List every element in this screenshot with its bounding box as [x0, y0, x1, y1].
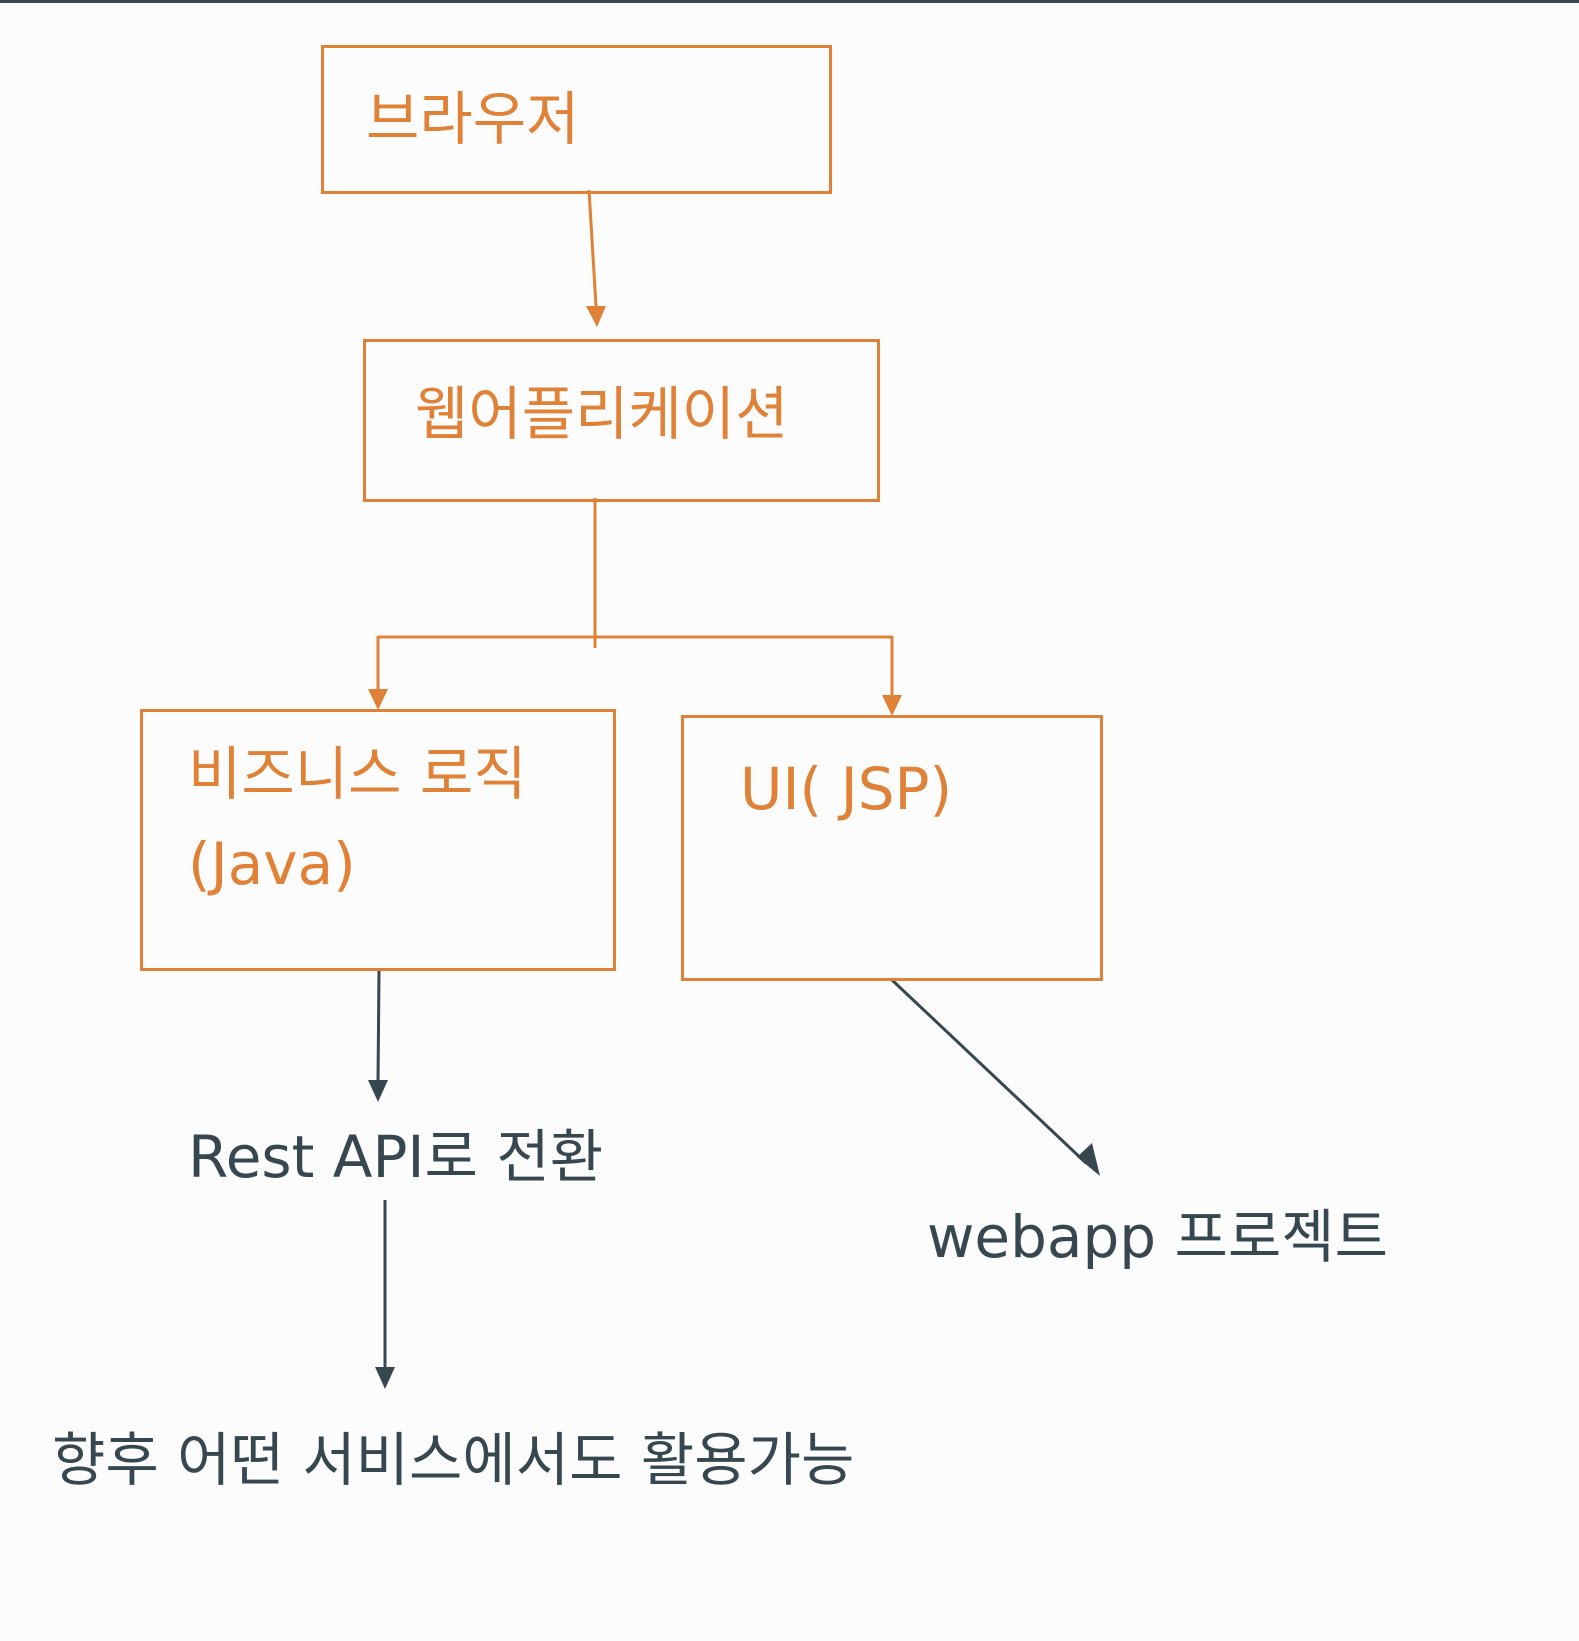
node-webapp-label: 웹어플리케이션	[415, 380, 789, 448]
node-browser	[321, 45, 832, 194]
node-webapp	[363, 339, 880, 502]
node-business-logic-label: 비즈니스 로직 (Java)	[188, 740, 527, 898]
edge-ui-to-webapp-project	[890, 978, 1100, 1176]
node-ui-label: UI( JSP)	[740, 755, 953, 823]
node-browser-label: 브라우저	[366, 85, 580, 153]
edge-browser-to-webapp	[586, 189, 606, 327]
node-ui	[681, 715, 1103, 981]
note-future-use: 향후 어떤 서비스에서도 활용가능	[52, 1426, 855, 1494]
edge-rest-to-future	[375, 1200, 395, 1389]
note-webapp-project: webapp 프로젝트	[927, 1203, 1388, 1271]
note-rest-api: Rest API로 전환	[188, 1123, 604, 1191]
node-business-logic	[140, 709, 616, 971]
top-divider	[0, 0, 1579, 3]
edge-business-to-rest	[368, 970, 388, 1102]
edge-webapp-split	[368, 498, 902, 716]
